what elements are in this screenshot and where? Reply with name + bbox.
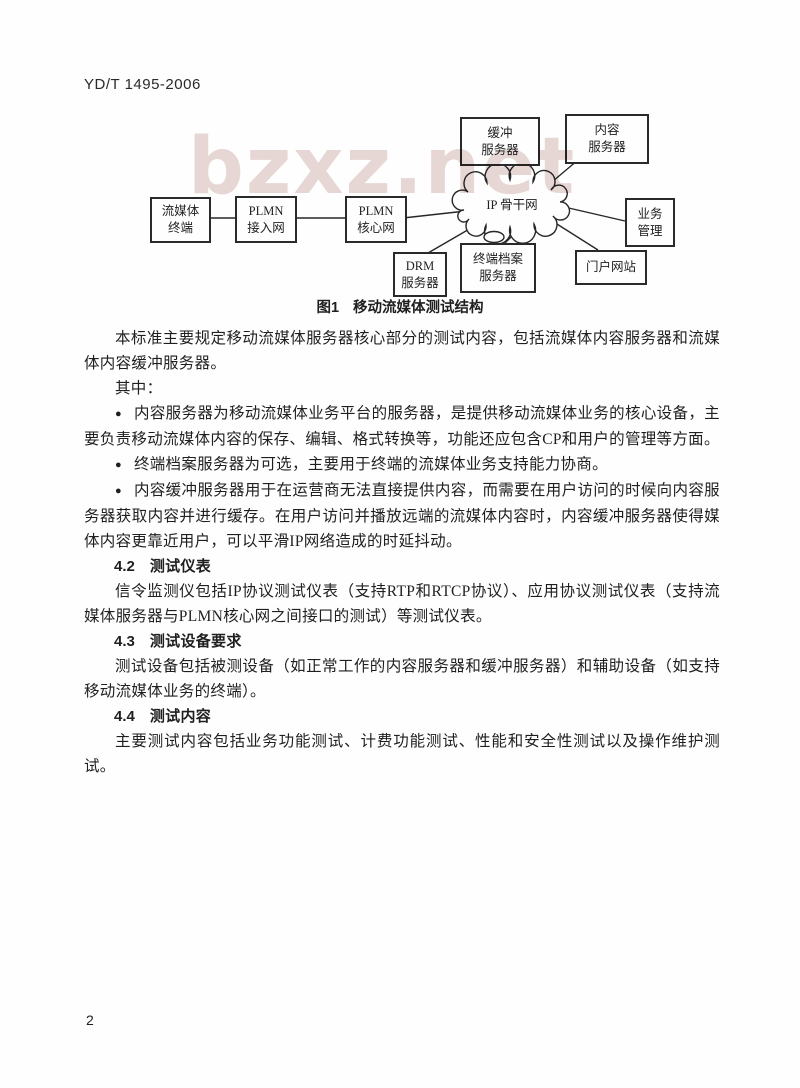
section-title: 测试仪表 <box>149 558 212 575</box>
paragraph-among: 其中： <box>115 380 163 397</box>
ip-backbone-cloud <box>451 162 571 245</box>
figure-caption: 图1 移动流媒体测试结构 <box>130 296 670 317</box>
small-cloud-ellipse <box>483 230 505 244</box>
section-number: 4.4 <box>114 708 135 725</box>
figure-caption-number: 图1 <box>316 300 340 316</box>
node-service-management: 业务 管理 <box>625 198 675 247</box>
bullet-terminal-profile: ● 终端档案服务器为可选，主要用于终端的流媒体业务支持能力协商。 <box>84 452 720 478</box>
node-label: 终端档案 <box>472 252 523 266</box>
section-number: 4.2 <box>114 558 135 575</box>
bullet-dot-icon: ● <box>115 485 122 497</box>
bullet-text: 内容缓冲服务器用于在运营商无法直接提供内容，而需要在用户访问的时候向内容服务器获… <box>84 482 720 550</box>
section-number: 4.3 <box>114 633 135 650</box>
node-streaming-terminal: 流媒体 终端 <box>150 197 211 243</box>
section-title: 测试设备要求 <box>149 633 242 650</box>
section-heading-4-4: 4.4 测试内容 <box>84 704 720 729</box>
section-heading-4-2: 4.2 测试仪表 <box>84 554 720 579</box>
bullet-dot-icon: ● <box>115 459 122 471</box>
node-label: 核心网 <box>357 220 395 235</box>
node-label: 缓冲 <box>487 125 513 140</box>
node-portal-website: 门户网站 <box>575 250 647 285</box>
network-diagram: IP 骨干网 <box>207 159 626 254</box>
node-label: PLMN <box>248 203 284 218</box>
node-label: 管理 <box>637 223 663 238</box>
node-label: 门户网站 <box>585 260 636 274</box>
bullet-content-buffer: ●内容缓冲服务器用于在运营商无法直接提供内容，而需要在用户访问的时候向内容服务器… <box>84 478 720 554</box>
node-label: 终端 <box>167 221 193 235</box>
node-label: 服务器 <box>479 269 517 283</box>
cloud-label: IP 骨干网 <box>486 198 537 212</box>
node-label: 服务器 <box>588 140 626 154</box>
node-buffer-server: 缓冲 服务器 <box>460 117 540 166</box>
connector-core-cloud <box>402 210 467 219</box>
node-label: 接入网 <box>247 220 285 235</box>
document-body: 本标准主要规定移动流媒体服务器核心部分的测试内容，包括流媒体内容服务器和流媒体内… <box>84 326 720 779</box>
node-label: 内容 <box>594 123 620 137</box>
node-label: DRM <box>405 258 435 273</box>
section-paragraph-4-2: 信令监测仪包括IP协议测试仪表（支持RTP和RTCP协议）、应用协议测试仪表（支… <box>84 583 720 625</box>
node-drm-server: DRM 服务器 <box>393 252 447 297</box>
bullet-text: 终端档案服务器为可选，主要用于终端的流媒体业务支持能力协商。 <box>133 456 608 473</box>
node-content-server: 内容 服务器 <box>565 114 649 164</box>
node-label: 流媒体 <box>161 204 200 218</box>
figure-caption-title: 移动流媒体测试结构 <box>353 300 484 316</box>
bullet-text: 内容服务器为移动流媒体业务平台的服务器，是提供移动流媒体业务的核心设备，主要负责… <box>84 405 720 448</box>
paragraph-scope: 本标准主要规定移动流媒体服务器核心部分的测试内容，包括流媒体内容服务器和流媒体内… <box>84 330 720 372</box>
node-label: 服务器 <box>401 275 439 290</box>
section-paragraph-4-4: 主要测试内容包括业务功能测试、计费功能测试、性能和安全性测试以及操作维护测试。 <box>84 733 720 775</box>
section-title: 测试内容 <box>149 708 212 725</box>
section-paragraph-4-3: 测试设备包括被测设备（如正常工作的内容服务器和缓冲服务器）和辅助设备（如支持移动… <box>84 658 720 700</box>
node-plmn-core: PLMN 核心网 <box>345 196 407 243</box>
node-label: 服务器 <box>481 142 519 157</box>
page-number: 2 <box>86 1012 94 1028</box>
standard-number: YD/T 1495-2006 <box>84 76 201 93</box>
node-label: 业务 <box>637 206 663 221</box>
bullet-content-server: ●内容服务器为移动流媒体业务平台的服务器，是提供移动流媒体业务的核心设备，主要负… <box>84 401 720 452</box>
connector-cloud-service <box>559 205 626 222</box>
bullet-dot-icon: ● <box>115 408 122 420</box>
node-label: PLMN <box>358 203 394 218</box>
node-plmn-access: PLMN 接入网 <box>235 196 297 243</box>
node-terminal-profile-server: 终端档案 服务器 <box>460 243 536 293</box>
section-heading-4-3: 4.3 测试设备要求 <box>84 629 720 654</box>
